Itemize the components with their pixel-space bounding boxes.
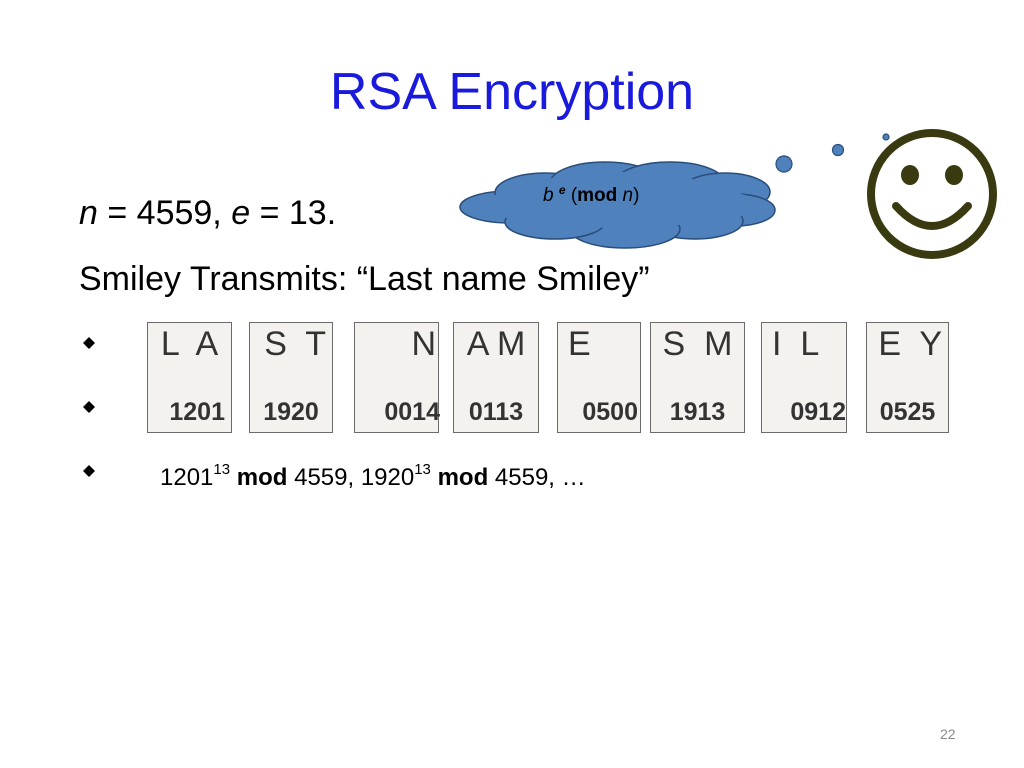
diamond-bullet-icon [82, 400, 96, 414]
formula-mod-1: mod [236, 464, 288, 491]
formula-base-2: 1920 [360, 464, 415, 491]
block-letters: E [568, 325, 591, 363]
diamond-bullet-icon [82, 464, 96, 478]
diamond-bullet-icon [82, 336, 96, 350]
formula-exp-1: 13 [213, 461, 231, 478]
page-number: 22 [940, 726, 956, 742]
block-cell: E Y 0525 [866, 322, 949, 433]
thought-bubble-medium-icon [831, 143, 845, 157]
thought-e: e [558, 183, 566, 197]
e-value: = 13. [250, 194, 337, 232]
thought-close: ) [633, 185, 640, 206]
thought-n: n [617, 185, 634, 206]
formula-rest-1: 4559, [287, 464, 361, 491]
block-cell: E 0500 [557, 322, 641, 433]
formula-mod-2: mod [437, 464, 489, 491]
block-cell: I L 0912 [761, 322, 847, 433]
slide-title: RSA Encryption [329, 63, 695, 121]
n-value: = 4559, [97, 194, 232, 232]
block-cell: S T 1920 [249, 322, 333, 433]
thought-formula: b e (mod n) [543, 183, 640, 206]
block-code: 1201 [169, 398, 225, 426]
smiley-face-icon [867, 129, 997, 259]
block-letters: S M [662, 325, 733, 363]
block-code: 0500 [582, 398, 638, 426]
n-variable: n [79, 194, 98, 232]
thought-bubble-large-icon [775, 155, 793, 173]
block-cell: N 0014 [354, 322, 440, 433]
block-letters: S T [264, 325, 326, 363]
thought-b: b [543, 185, 554, 206]
block-letters: I L [772, 325, 820, 363]
block-letters: E Y [878, 325, 942, 363]
block-letters: A M [466, 325, 526, 363]
block-code: 0912 [790, 398, 846, 426]
block-code: 1913 [669, 398, 726, 426]
thought-mod: mod [577, 185, 618, 206]
block-letters: N [411, 325, 436, 363]
block-code: 0113 [468, 398, 524, 426]
block-code: 0014 [384, 398, 440, 426]
encryption-formula: 120113 mod 4559, 192013 mod 4559, … [160, 462, 586, 491]
block-cell: A M 0113 [453, 322, 539, 433]
e-variable: e [231, 194, 251, 232]
thought-cloud-icon [459, 155, 840, 249]
block-code: 0525 [879, 398, 936, 426]
formula-rest-2: 4559, … [488, 464, 586, 491]
thought-open: ( [565, 185, 578, 206]
block-cell: L A 1201 [147, 322, 232, 433]
block-letters: L A [160, 325, 219, 363]
params-line: n = 4559, e = 13. [79, 196, 336, 230]
formula-exp-2: 13 [414, 461, 431, 478]
thought-bubble-small-icon [882, 133, 890, 141]
formula-base-1: 1201 [160, 464, 214, 491]
block-cell: S M 1913 [650, 322, 745, 433]
block-code: 1920 [263, 398, 319, 426]
transmit-line: Smiley Transmits: “Last name Smiley” [79, 260, 650, 298]
